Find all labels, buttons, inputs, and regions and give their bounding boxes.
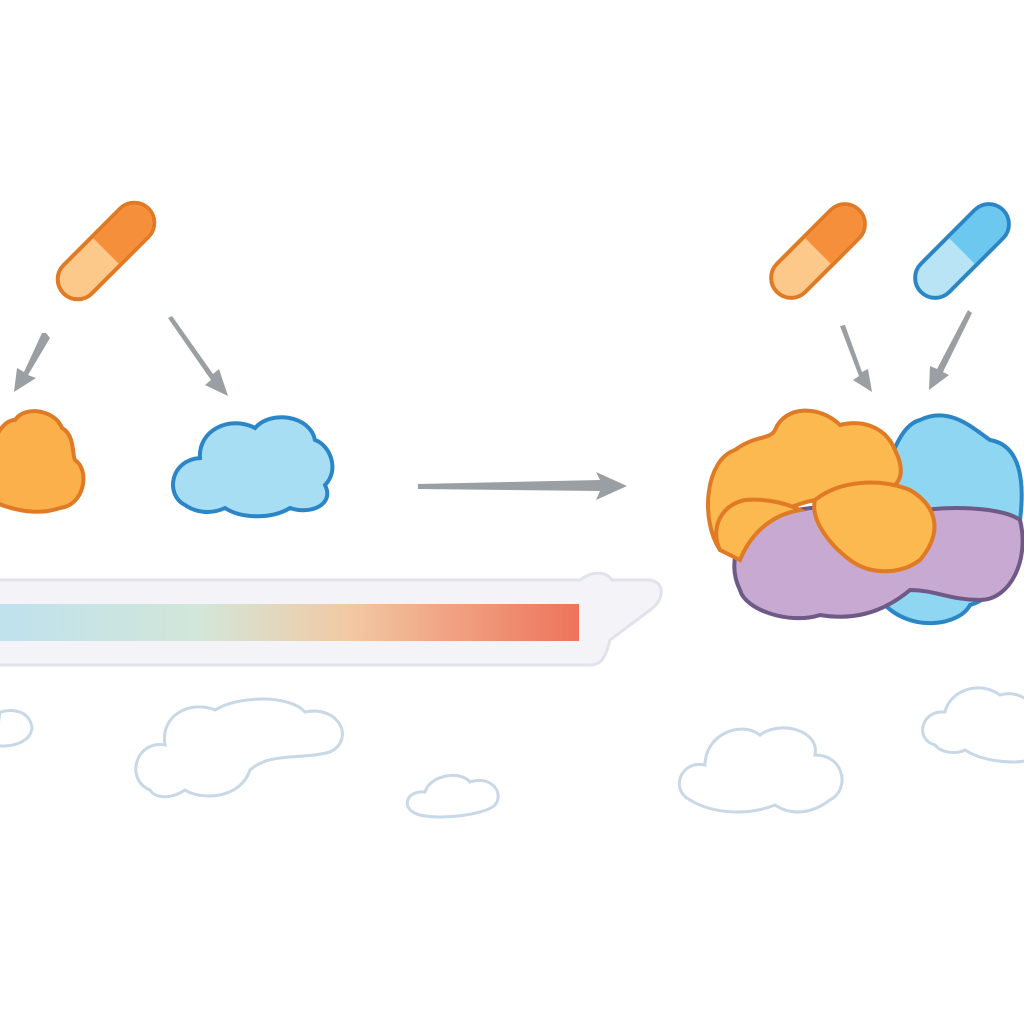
blue-capsule-icon	[913, 202, 1011, 300]
background-cloud	[677, 726, 844, 814]
arrow-icon	[840, 310, 972, 392]
gradient-progress-fill	[0, 604, 579, 641]
background-cloud	[406, 773, 500, 819]
gradient-progress-bar	[0, 571, 663, 667]
background-cloud	[134, 697, 344, 799]
orange-capsule-icon	[769, 202, 867, 300]
arrow-icon	[418, 472, 627, 500]
blue-cloud-icon	[171, 415, 335, 519]
background-cloud	[921, 686, 1024, 764]
orange-capsule-icon	[55, 200, 157, 302]
background-cloud	[0, 709, 34, 748]
arrow-icon	[14, 316, 228, 396]
orange-cloud-icon	[0, 409, 86, 514]
merged-cloud-icon	[706, 408, 1024, 626]
background-clouds	[0, 686, 1024, 819]
